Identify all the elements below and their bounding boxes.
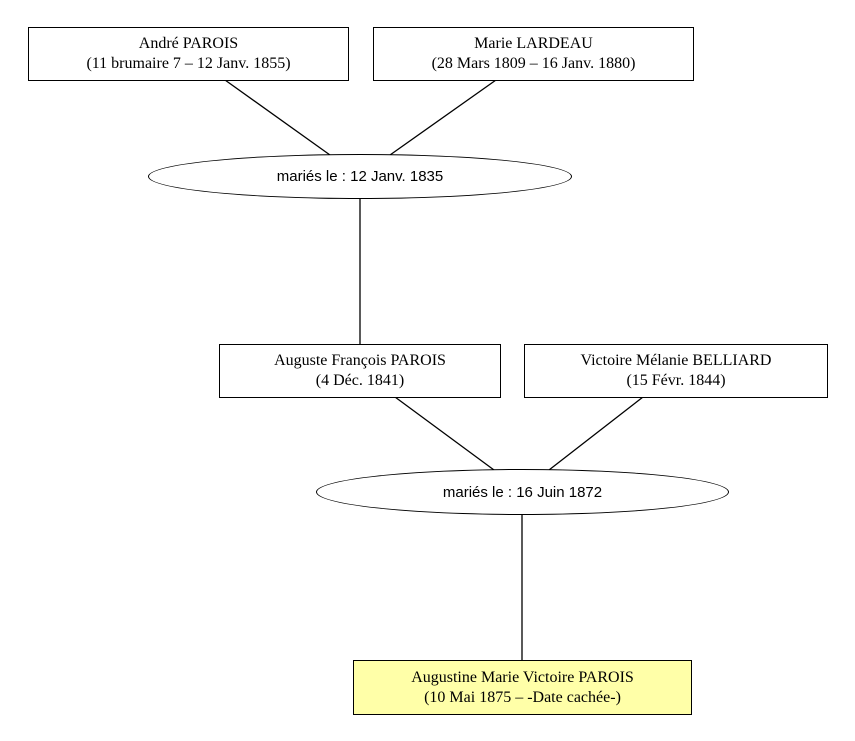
person-dates: (11 brumaire 7 – 12 Janv. 1855) xyxy=(86,55,291,72)
person-auguste-francois-parois[interactable]: Auguste François PAROIS (4 Déc. 1841) xyxy=(219,344,501,398)
marriage-label: mariés le : 12 Janv. 1835 xyxy=(276,168,444,185)
person-dates: (4 Déc. 1841) xyxy=(315,372,405,389)
person-augustine-marie-victoire-parois[interactable]: Augustine Marie Victoire PAROIS (10 Mai … xyxy=(353,660,692,715)
connector-victoire-to-marriage-2 xyxy=(548,396,644,471)
marriage-label: mariés le : 16 Juin 1872 xyxy=(442,483,603,501)
person-name: André PAROIS xyxy=(138,35,239,52)
person-andre-parois[interactable]: André PAROIS (11 brumaire 7 – 12 Janv. 1… xyxy=(28,27,349,81)
person-name: Augustine Marie Victoire PAROIS xyxy=(411,668,634,686)
connector-auguste-to-marriage-2 xyxy=(394,396,495,471)
person-marie-lardeau[interactable]: Marie LARDEAU (28 Mars 1809 – 16 Janv. 1… xyxy=(373,27,694,81)
person-dates: (10 Mai 1875 – -Date cachée-) xyxy=(424,688,621,706)
person-name: Marie LARDEAU xyxy=(474,35,593,52)
person-dates: (15 Févr. 1844) xyxy=(626,372,726,389)
person-name: Auguste François PAROIS xyxy=(274,352,446,369)
connector-marie-to-marriage-1 xyxy=(389,79,497,156)
person-name: Victoire Mélanie BELLIARD xyxy=(580,352,772,369)
connector-andre-to-marriage-1 xyxy=(224,79,331,156)
person-dates: (28 Mars 1809 – 16 Janv. 1880) xyxy=(431,55,636,72)
marriage-node-2[interactable]: mariés le : 16 Juin 1872 xyxy=(316,469,729,515)
marriage-node-1[interactable]: mariés le : 12 Janv. 1835 xyxy=(148,154,572,199)
person-victoire-melanie-belliard[interactable]: Victoire Mélanie BELLIARD (15 Févr. 1844… xyxy=(524,344,828,398)
